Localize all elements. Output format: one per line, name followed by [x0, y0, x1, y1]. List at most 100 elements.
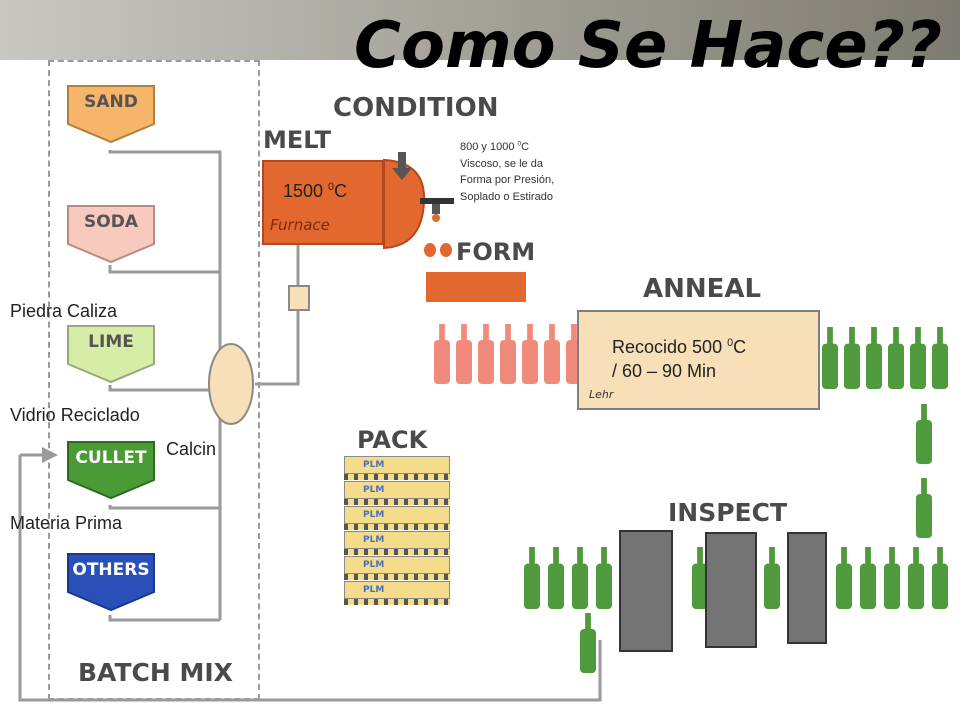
feed-line-lime: [108, 385, 220, 392]
annotation-calcin: Calcin: [166, 439, 217, 459]
pallet-layer-4: PLM: [344, 531, 450, 549]
furnace: Furnace: [262, 160, 384, 245]
pallet-layer-label: PLM: [363, 560, 385, 570]
pallet-layer-label: PLM: [363, 485, 385, 495]
inspect-bottle-1: [524, 547, 540, 609]
annotation-materia-prima: Materia Prima: [10, 513, 123, 533]
page-title: Como Se Hace??: [354, 9, 942, 83]
stage-label-inspect: INSPECT: [668, 498, 788, 527]
pallet-layer-6: PLM: [344, 581, 450, 599]
hot-bottle-6: [544, 324, 560, 384]
hot-bottle-4: [500, 324, 516, 384]
condition-note-line-1: 800 y 1000 0C: [460, 139, 554, 156]
cooled-bottle-5: [910, 327, 926, 389]
condition-note-line-4: Soplado o Estirado: [460, 190, 553, 203]
hot-bottle-2: [456, 324, 472, 384]
inspection-line: [524, 530, 948, 673]
condition-temp-degree: 0: [517, 140, 522, 148]
feed-line-others: [108, 615, 220, 622]
stage-label-batch-mix: BATCH MIX: [78, 658, 233, 687]
pallet-slats-4: [344, 549, 450, 555]
conveyor-bottle-2: [916, 478, 932, 538]
annealing-lehr: Lehr: [577, 310, 820, 410]
inspect-bottle-11: [764, 547, 780, 609]
pallet-layer-label: PLM: [363, 460, 385, 470]
condition-note-line-3: Forma por Presión,: [460, 174, 555, 186]
hopper-soda: SODA: [66, 204, 156, 264]
feed-line-soda: [108, 265, 220, 274]
anneal-temp-degree: 0: [727, 337, 734, 349]
mixer-to-furnace-line: [255, 245, 300, 386]
inspection-station-1: [619, 530, 673, 652]
condition-temp-unit: C: [521, 141, 530, 153]
stage-label-form: FORM: [456, 238, 536, 266]
pallet-slats-3: [344, 524, 450, 530]
hopper-others: OTHERS: [66, 552, 156, 612]
pallet-layer-5: PLM: [344, 556, 450, 574]
annotation-vidrio-reciclado: Vidrio Reciclado: [10, 405, 140, 425]
cooled-bottle-4: [888, 327, 904, 389]
inspect-bottle-2: [548, 547, 564, 609]
feed-line-cullet: [108, 505, 220, 510]
return-line: [18, 455, 602, 702]
inspect-bottle-18: [932, 547, 948, 609]
cooled-bottle-row: [822, 327, 948, 389]
hot-bottle-5: [522, 324, 538, 384]
hopper-sand: SAND: [66, 84, 156, 144]
furnace-label: Furnace: [270, 216, 330, 234]
anneal-temp-value: Recocido 500: [612, 337, 728, 357]
title-bar: [0, 0, 960, 60]
stage-label-melt: MELT: [263, 126, 331, 154]
inspect-return-bottle: [580, 613, 596, 673]
hopper-lime-label: LIME: [88, 332, 134, 352]
inspect-bottle-17: [908, 547, 924, 609]
condition-note: 800 y 1000 0C Viscoso, se le da Forma po…: [460, 139, 554, 205]
pallet-layer-label: PLM: [363, 585, 385, 595]
annotation-piedra-caliza: Piedra Caliza: [10, 301, 118, 321]
hopper-cullet-label: CULLET: [75, 448, 147, 468]
cooled-bottle-6: [932, 327, 948, 389]
inspect-bottle-16: [884, 547, 900, 609]
melt-temp-value: 1500: [283, 181, 329, 201]
pallet-slats-6: [344, 599, 450, 605]
anneal-note-line-1: Recocido 500 0C: [612, 335, 746, 359]
hopper-sand-label: SAND: [84, 92, 138, 112]
hot-bottle-3: [478, 324, 494, 384]
cooled-bottle-2: [844, 327, 860, 389]
mixer-drum: [208, 343, 254, 425]
forming-machine: [426, 272, 526, 302]
pallet-slats-1: [344, 474, 450, 480]
stage-label-anneal: ANNEAL: [643, 274, 762, 304]
return-arrow-head: [42, 447, 58, 463]
inspection-station-2: [705, 532, 757, 648]
inspection-station-3: [787, 532, 827, 644]
pallet-slats-5: [344, 574, 450, 580]
lehr-label: Lehr: [589, 388, 614, 401]
pallet-layer-3: PLM: [344, 506, 450, 524]
inspect-bottle-14: [836, 547, 852, 609]
pallet-slats-2: [344, 499, 450, 505]
valve: [288, 285, 310, 311]
melt-temp-degree: 0: [328, 181, 335, 193]
hot-bottle-1: [434, 324, 450, 384]
hopper-others-label: OTHERS: [72, 560, 150, 580]
batch-mix-boundary: [48, 60, 260, 700]
hot-bottle-row: [434, 324, 582, 384]
anneal-note-line-2: / 60 – 90 Min: [612, 361, 717, 382]
hopper-cullet: CULLET: [66, 440, 156, 500]
pallet-layer-1: PLM: [344, 456, 450, 474]
anneal-temp-unit: C: [733, 337, 747, 357]
anneal-note: Recocido 500 0C / 60 – 90 Min: [612, 335, 746, 384]
cooled-bottle-1: [822, 327, 838, 389]
melt-temp-unit: C: [334, 181, 348, 201]
hopper-lime: LIME: [66, 324, 156, 384]
pallet-layer-label: PLM: [363, 535, 385, 545]
inspect-bottle-4: [596, 547, 612, 609]
cooled-bottle-3: [866, 327, 882, 389]
conveyor-bottle-1: [916, 404, 932, 464]
stage-label-condition: CONDITION: [333, 93, 499, 123]
condition-temp-value: 800 y 1000: [460, 141, 518, 153]
gob-feeder: [420, 198, 454, 257]
